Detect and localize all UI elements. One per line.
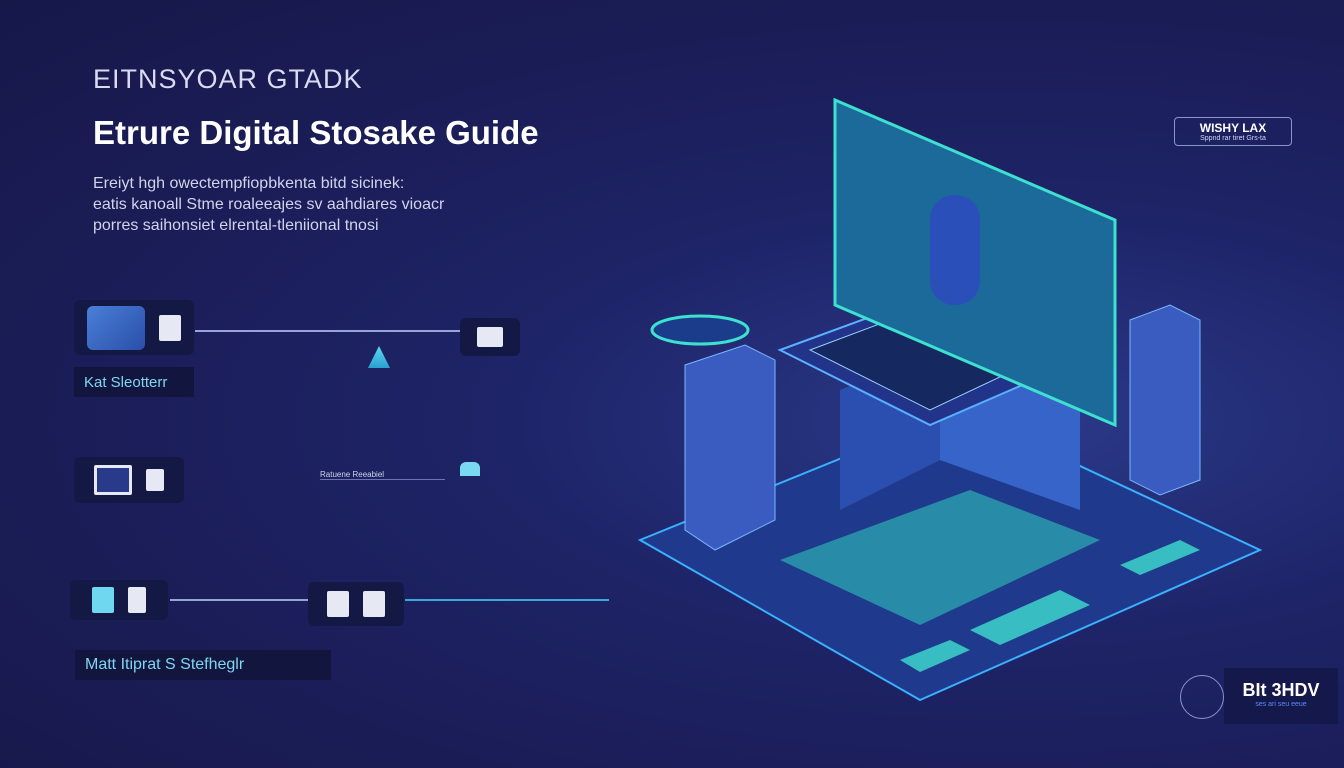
node-label-1: Kat Sleotterr <box>74 367 194 397</box>
document-icon <box>327 591 349 617</box>
connector-line <box>195 330 460 332</box>
lock-shape <box>930 195 980 305</box>
badge-subtitle: ses ari seu eeue <box>1255 701 1307 708</box>
drive-icon <box>87 305 145 350</box>
module-3 <box>900 640 970 672</box>
node-label-2: Matt Itiprat S Stefheglr <box>75 650 331 680</box>
connector-line <box>405 599 609 601</box>
module-2 <box>970 590 1090 645</box>
monitor-icon <box>94 465 132 495</box>
building-icon <box>477 327 503 347</box>
badge-title: WISHY LAX <box>1199 121 1267 135</box>
top-right-badge: WISHY LAX Sppnd rar tiret Grs-ta <box>1174 117 1292 146</box>
storage-illustration <box>637 97 1263 702</box>
node-tile-2[interactable] <box>74 457 184 503</box>
glow-floor <box>780 490 1100 625</box>
description-line: eatis kanoall Stme roaleeajes sv aahdiar… <box>93 196 445 213</box>
badge-title: BIt 3HDV <box>1242 680 1320 700</box>
connector-line <box>170 599 308 601</box>
lock-icon <box>159 314 181 341</box>
node-tile-4[interactable] <box>308 582 404 626</box>
archive-icon <box>363 591 385 617</box>
disc-icon <box>650 314 750 346</box>
kicker-heading: EITNSYOAR GTADK <box>93 64 363 94</box>
page-title: Etrure Digital Stosake Guide <box>93 114 539 151</box>
node-tile-3[interactable] <box>70 580 168 620</box>
description: Ereiyt hgh owectempfiopbkenta bitd sicin… <box>93 173 523 236</box>
tower-right <box>1129 304 1201 496</box>
database-icon <box>1180 675 1224 719</box>
connector-caption: Ratuene Reeabiel <box>320 470 445 480</box>
node-server-icon[interactable] <box>460 318 520 356</box>
description-line: Ereiyt hgh owectempfiopbkenta bitd sicin… <box>93 175 405 192</box>
node-tile-1[interactable] <box>74 300 194 355</box>
cloud-icon <box>368 346 390 368</box>
cloud-icon <box>460 462 480 476</box>
badge-subtitle: Sppnd rar tiret Grs-ta <box>1200 135 1266 142</box>
description-line: porres saihonsiet elrental-tleniional tn… <box>93 217 379 234</box>
module-1 <box>1120 540 1200 575</box>
upload-icon <box>92 587 114 613</box>
document-icon <box>128 587 146 613</box>
file-icon <box>146 469 164 491</box>
bottom-right-badge: BIt 3HDV ses ari seu eeue <box>1224 668 1338 724</box>
tower-left <box>684 344 776 551</box>
